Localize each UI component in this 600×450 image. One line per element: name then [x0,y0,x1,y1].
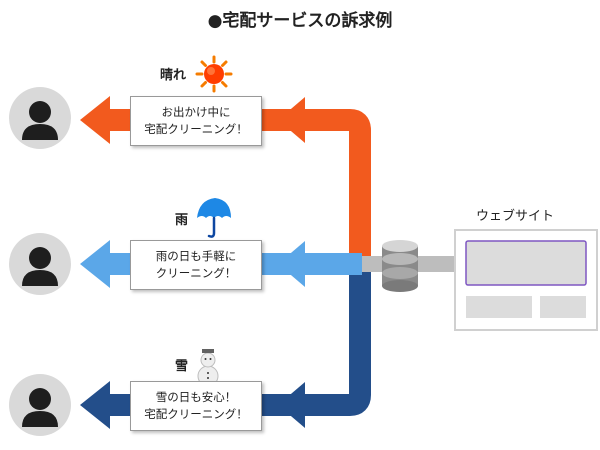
message-line: クリーニング！ [155,266,237,280]
message-box-sunny: お出かけ中に 宅配クリーニング！ [130,96,262,146]
message-box-rainy: 雨の日も手軽に クリーニング！ [130,240,262,290]
weather-label-sunny: 晴れ [160,68,187,83]
rainy-mid-arrowhead [278,241,305,287]
database-icon [382,240,418,292]
website-block [540,296,586,318]
snowy-trunk [343,268,371,416]
person-icon [9,374,71,436]
message-line: お出かけ中に [161,105,231,119]
website-label: ウェブサイト [476,209,555,224]
message-line: 宅配クリーニング！ [144,122,248,136]
message-line: 宅配クリーニング！ [144,407,248,421]
sunny-mid-arrowhead [278,97,305,143]
snowy-mid-arrowhead [278,382,305,428]
rainy-arrowhead [80,240,110,288]
sunny-trunk [343,109,371,260]
snowy-arrowhead [80,381,110,429]
website-block [466,296,532,318]
sun-icon [195,55,233,93]
message-line: 雪の日も安心！ [155,390,237,404]
diagram-title: ●宅配サービスの訴求例 [207,11,393,31]
weather-label-rainy: 雨 [175,213,189,228]
umbrella-icon [197,198,231,238]
person-icon [9,233,71,295]
website-mockup [454,229,598,331]
message-box-snowy: 雪の日も安心！ 宅配クリーニング！ [130,381,262,431]
person-icon [9,87,71,149]
message-line: 雨の日も手軽に [155,249,237,263]
website-banner [465,240,587,286]
sunny-arrowhead [80,96,110,144]
weather-label-snowy: 雪 [175,359,189,374]
